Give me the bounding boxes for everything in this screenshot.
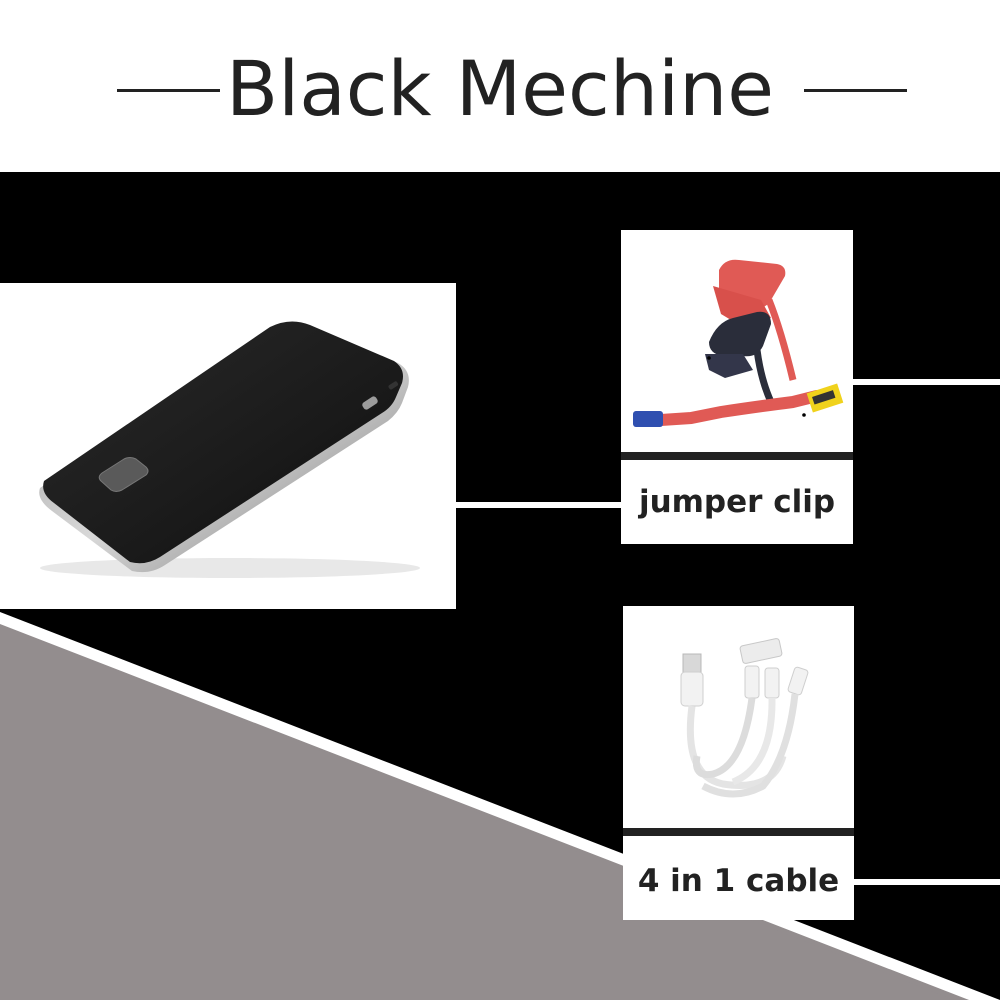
- cable-divider: [623, 828, 854, 836]
- jumper-clip-image: [633, 259, 844, 427]
- connector-left: [455, 502, 625, 508]
- title-rule-left: [117, 89, 220, 92]
- cable-panel: 4 in 1 cable: [623, 606, 854, 920]
- header: Black Mechine: [0, 0, 1000, 172]
- jumper-clip-divider: [621, 452, 853, 460]
- jumper-clip-panel: jumper clip: [621, 230, 853, 544]
- title-rule-right: [804, 89, 907, 92]
- connector-top-right: [852, 379, 1000, 385]
- page-title: Black Mechine: [225, 44, 775, 133]
- power-bank-panel: [0, 283, 456, 609]
- cable-caption: 4 in 1 cable: [637, 863, 840, 899]
- jumper-clip-caption: jumper clip: [638, 484, 836, 520]
- connector-bottom-right: [852, 879, 1000, 885]
- cable-image: [680, 638, 809, 798]
- power-bank-image: [39, 321, 420, 578]
